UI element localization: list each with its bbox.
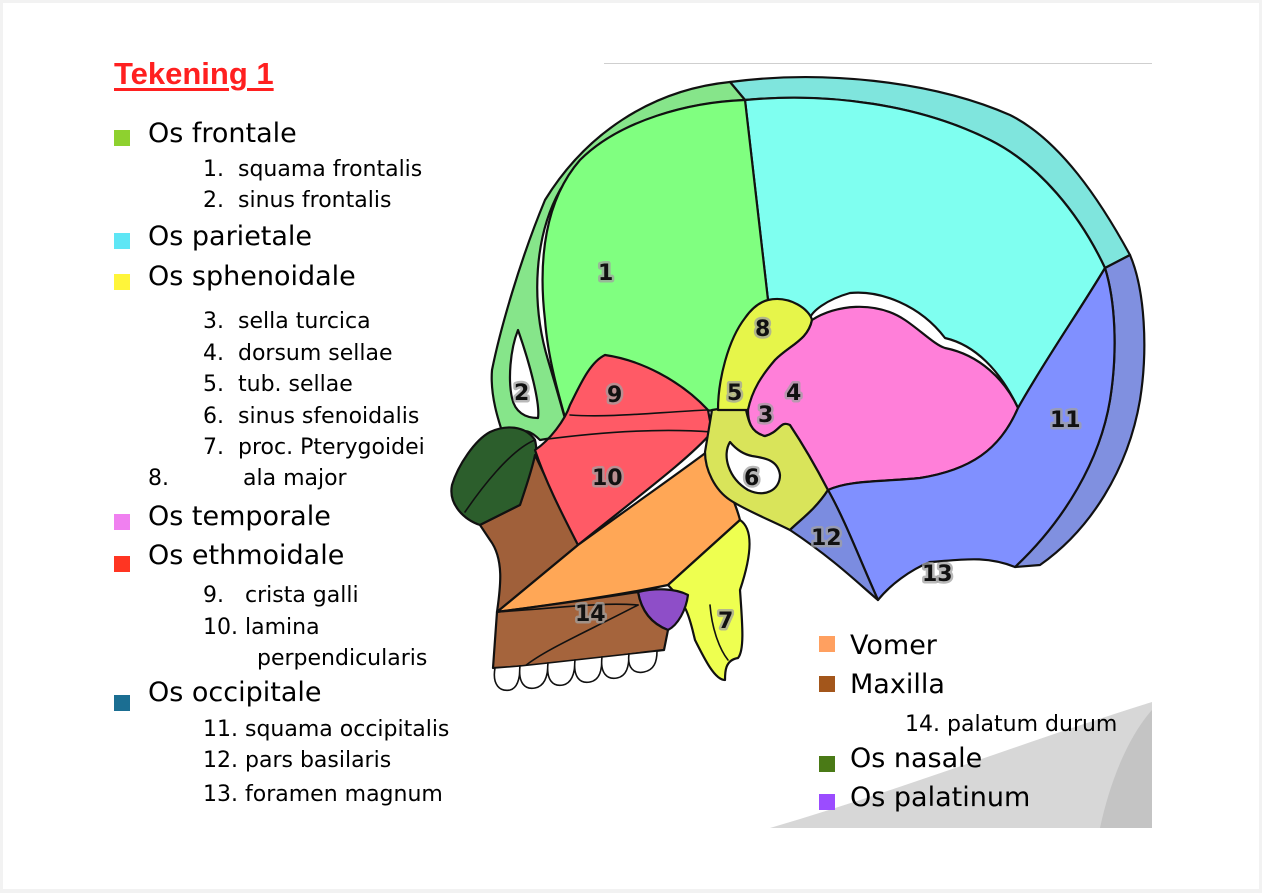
diagram-label-13: 13 [922, 562, 953, 587]
legend-item-3: 3. sella turcica [203, 309, 371, 334]
legend-item-1: 1. squama frontalis [203, 157, 422, 182]
legend-item-4: 4. dorsum sellae [203, 341, 393, 366]
item-number: 9. [203, 583, 224, 608]
tooth [546, 659, 576, 687]
tooth [518, 662, 549, 690]
legend-os-frontale: Os frontale [148, 118, 297, 149]
legend-item-2: 2. sinus frontalis [203, 188, 391, 213]
tooth [493, 665, 521, 692]
diagram-label-12: 12 [811, 526, 842, 551]
diagram-label-11: 11 [1050, 408, 1081, 433]
legend-item-7: 7. proc. Pterygoidei [203, 435, 425, 460]
item-label: squama frontalis [238, 157, 423, 182]
item-number: 10. [203, 615, 238, 640]
swatch-maxilla [819, 676, 835, 692]
legend-vomer: Vomer [850, 630, 937, 661]
crista-galli-divider-2 [539, 429, 713, 441]
legend-os-nasale: Os nasale [850, 743, 983, 774]
legend-item-8-label: ala major [243, 466, 347, 491]
item-label: lamina [245, 615, 320, 640]
diagram-label-10: 10 [592, 466, 623, 491]
item-number: 14. [905, 712, 940, 737]
legend-item-11: 11. squama occipitalis [203, 717, 449, 742]
tooth [573, 656, 603, 684]
os-nasale-inner [464, 439, 536, 513]
item-label: sella turcica [238, 309, 371, 334]
crista-galli-divider [569, 409, 709, 417]
legend-item-5: 5. tub. sellae [203, 372, 353, 397]
legend-item-6: 6. sinus sfenoidalis [203, 404, 419, 429]
item-label: foramen magnum [245, 782, 443, 807]
item-label: proc. Pterygoidei [238, 435, 425, 460]
diagram-label-1: 1 [598, 261, 613, 286]
legend-item-12: 12. pars basilaris [203, 748, 391, 773]
item-number: 3. [203, 309, 224, 334]
palatum-divider-2 [524, 604, 639, 667]
item-number: 2. [203, 188, 224, 213]
swatch-os-sphenoidale [114, 274, 130, 290]
legend-os-occipitale: Os occipitale [148, 677, 322, 708]
item-label: palatum durum [947, 712, 1118, 737]
legend-os-ethmoidale: Os ethmoidale [148, 540, 345, 571]
diagram-label-7: 7 [718, 609, 733, 634]
page-title: Tekening 1 [114, 56, 274, 91]
diagram-label-4: 4 [786, 381, 801, 406]
teeth [493, 650, 658, 692]
swoosh-light [770, 702, 1152, 828]
legend-item-14: 14. palatum durum [905, 712, 1117, 737]
os-occipitale-squama [826, 266, 1116, 602]
item-number: 11. [203, 717, 238, 742]
diagram-label-9: 9 [607, 383, 622, 408]
diagram-label-2: 2 [514, 381, 529, 406]
pars-basilaris-region [788, 488, 880, 602]
item-label: tub. sellae [238, 372, 353, 397]
diagram-label-6: 6 [744, 466, 759, 491]
item-label: sinus sfenoidalis [238, 404, 420, 429]
item-label: dorsum sellae [238, 341, 393, 366]
item-number: 4. [203, 341, 224, 366]
item-label: squama occipitalis [245, 717, 450, 742]
legend-item-10-cont: perpendicularis [257, 646, 428, 671]
swatch-os-temporale [114, 514, 130, 530]
sinus-frontalis [508, 328, 540, 420]
diagram-label-3: 3 [758, 403, 773, 428]
palatum-divider [496, 603, 639, 613]
legend-item-13: 13. foramen magnum [203, 782, 443, 807]
item-number: 5. [203, 372, 224, 397]
sinus-sphenoidalis [725, 440, 782, 495]
swatch-os-occipitale [114, 695, 130, 711]
legend-maxilla: Maxilla [850, 669, 945, 700]
item-label: pars basilaris [245, 748, 392, 773]
legend-os-sphenoidale: Os sphenoidale [148, 261, 356, 292]
tooth [600, 653, 630, 680]
legend-item-10: 10. lamina [203, 615, 320, 640]
item-number: 6. [203, 404, 224, 429]
legend-os-palatinum: Os palatinum [850, 782, 1031, 813]
pterygoid-divider [709, 604, 729, 661]
swatch-os-ethmoidale [114, 556, 130, 572]
swatch-os-nasale [819, 756, 835, 772]
swoosh-dark [1100, 710, 1152, 828]
diagram-label-5: 5 [727, 381, 742, 406]
swatch-vomer [819, 636, 835, 652]
item-number: 7. [203, 435, 224, 460]
tooth [627, 650, 658, 674]
item-label: sinus frontalis [238, 188, 392, 213]
item-number: 13. [203, 782, 238, 807]
legend-os-temporale: Os temporale [148, 501, 331, 532]
legend-item-8-number: 8. [148, 466, 169, 491]
legend-os-parietale: Os parietale [148, 221, 313, 252]
swatch-os-parietale [114, 233, 130, 249]
header-rule [604, 63, 1152, 64]
diagram-label-14: 14 [575, 602, 606, 627]
swatch-os-palatinum [819, 794, 835, 810]
proc-pterygoideus-region [666, 518, 751, 682]
legend-item-9: 9. crista galli [203, 583, 359, 608]
item-number: 1. [203, 157, 224, 182]
swatch-os-frontale [114, 130, 130, 146]
item-label: crista galli [244, 583, 359, 608]
item-number: 12. [203, 748, 238, 773]
diagram-label-8: 8 [755, 317, 770, 342]
